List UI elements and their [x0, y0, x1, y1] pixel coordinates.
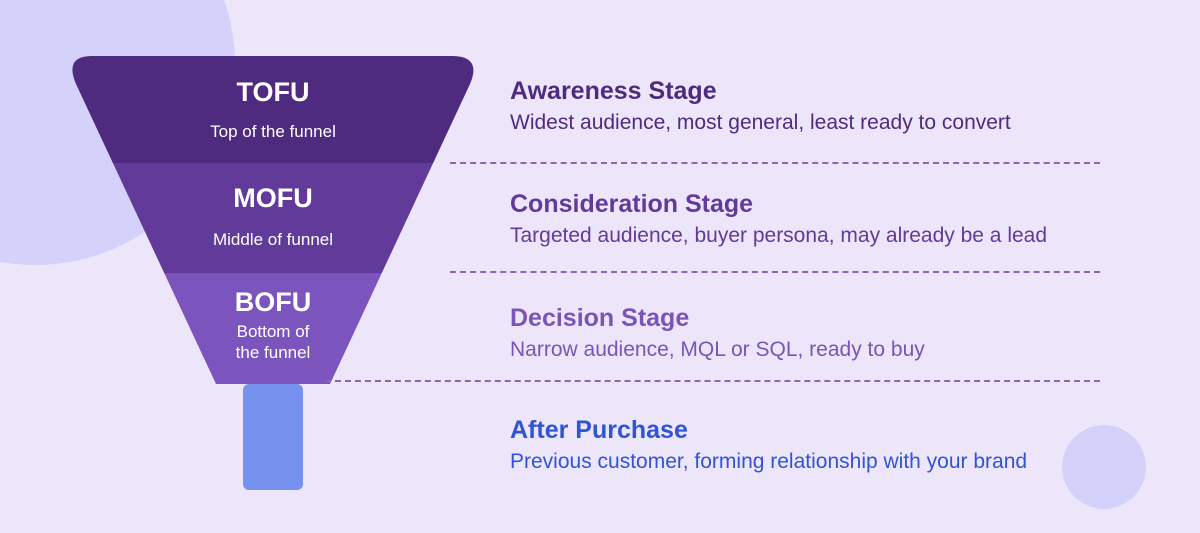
- bofu-sublabel-line1: Bottom of: [237, 322, 310, 341]
- decision-stage-description: Narrow audience, MQL or SQL, ready to bu…: [510, 338, 925, 361]
- mofu-segment: [72, 163, 474, 273]
- decor-circle-right: [1062, 425, 1146, 509]
- divider-2: [450, 271, 1100, 273]
- mofu-sublabel: Middle of funnel: [213, 230, 333, 249]
- divider-1: [450, 162, 1100, 164]
- decision-stage: Decision Stage Narrow audience, MQL or S…: [510, 303, 925, 363]
- tofu-label: TOFU: [237, 77, 310, 107]
- awareness-stage-description: Widest audience, most general, least rea…: [510, 111, 1011, 134]
- awareness-stage: Awareness Stage Widest audience, most ge…: [510, 76, 1011, 136]
- consideration-stage-title: Consideration Stage: [510, 190, 754, 218]
- divider-3: [325, 380, 1100, 382]
- consideration-stage: Consideration Stage Targeted audience, b…: [510, 189, 1047, 249]
- tofu-sublabel: Top of the funnel: [210, 122, 336, 141]
- after-purchase-description: Previous customer, forming relationship …: [510, 450, 1028, 473]
- tofu-segment: [72, 56, 474, 163]
- after-purchase-title: After Purchase: [510, 416, 688, 444]
- decision-stage-title: Decision Stage: [510, 304, 690, 332]
- funnel-stem: [243, 384, 303, 490]
- mofu-label: MOFU: [233, 183, 312, 213]
- bofu-sublabel-line2: the funnel: [236, 343, 311, 362]
- consideration-stage-description: Targeted audience, buyer persona, may al…: [510, 224, 1048, 247]
- bofu-label: BOFU: [235, 287, 312, 317]
- awareness-stage-title: Awareness Stage: [510, 77, 717, 105]
- after-purchase-stage: After Purchase Previous customer, formin…: [510, 415, 1027, 475]
